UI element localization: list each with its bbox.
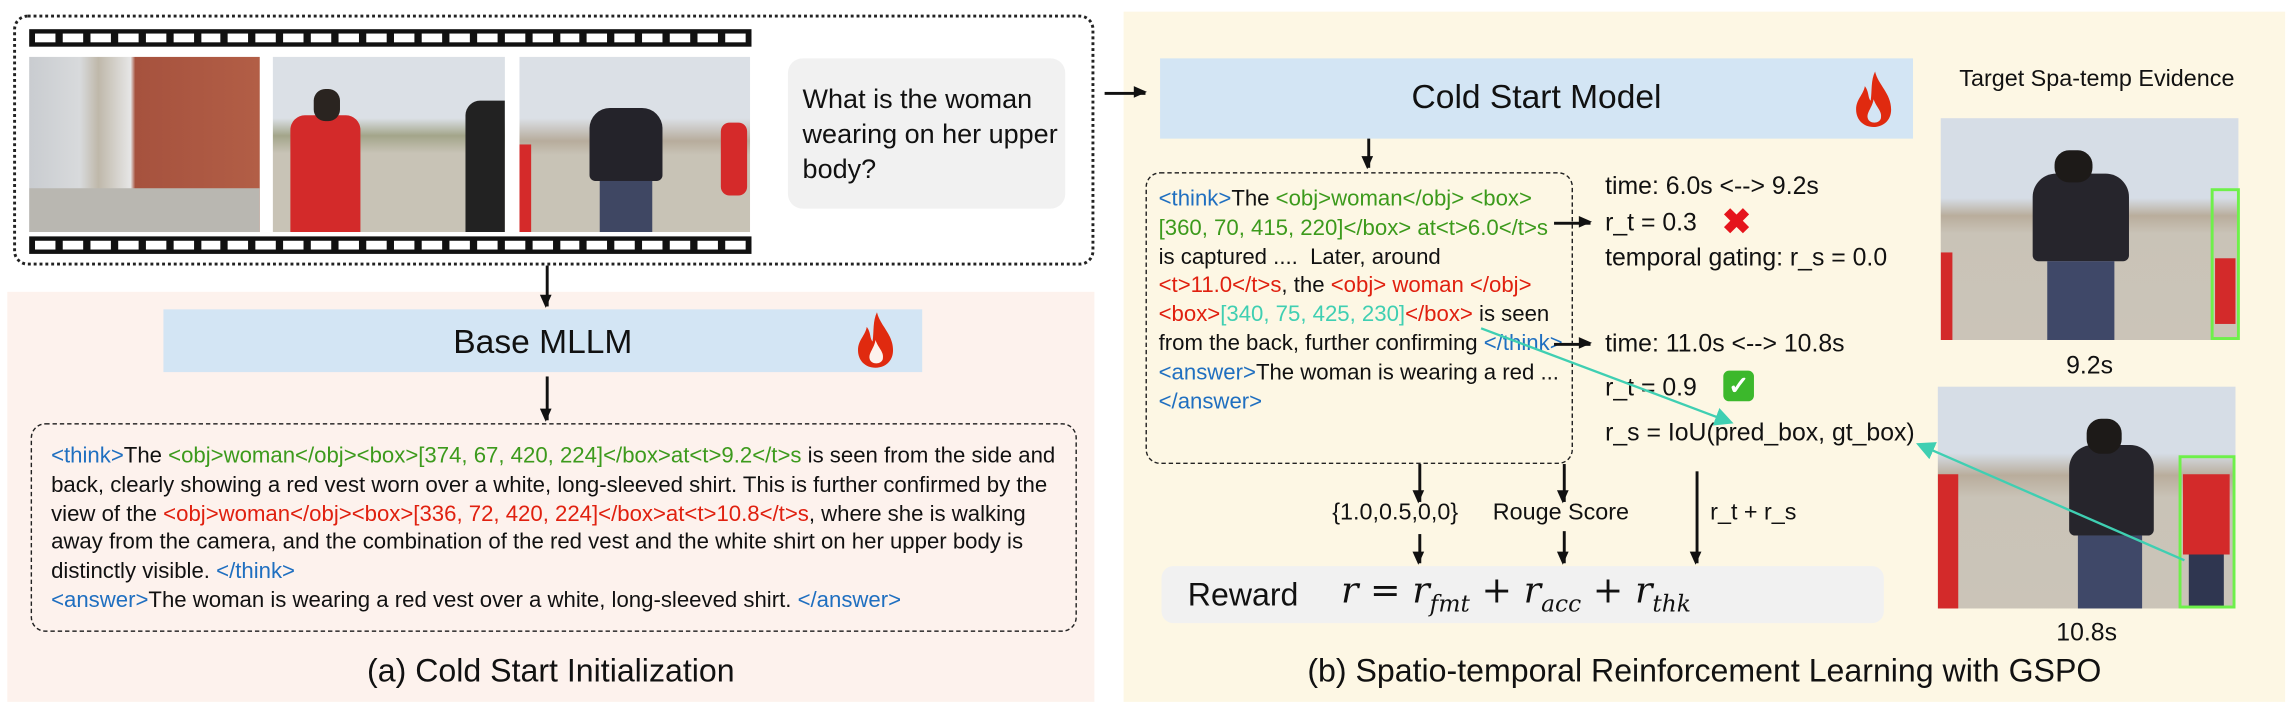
text-segment-black: , where she is walking away from the cam… — [51, 501, 1032, 584]
eval-1-gating: temporal gating: r_s = 0.0 — [1605, 243, 1888, 272]
cold-start-output-text: <think>The <obj>woman</obj><box>[374, 67… — [51, 442, 1065, 615]
pred-box-to-iou-arrow — [1480, 327, 1734, 426]
text-segment-black: The woman is wearing a red vest over a w… — [148, 588, 798, 613]
fire-icon — [1856, 71, 1892, 127]
arrow-model-to-output — [1362, 138, 1372, 170]
text-segment-black: , the — [1281, 273, 1331, 299]
cold-start-model-label: Cold Start Model — [1411, 77, 1662, 116]
text-segment-black: is seen from the back, further confirmin… — [1158, 302, 1556, 357]
text-segment-red: </box> — [1405, 302, 1473, 328]
base-mllm-label: Base MLLM — [453, 322, 633, 361]
rl-output-text: <think>The <obj>woman</obj> <box>[360, 7… — [1159, 185, 1570, 416]
accuracy-reward-label: Rouge Score — [1492, 500, 1630, 526]
text-segment-blue: <think> — [51, 443, 124, 469]
video-question-input — [13, 14, 1095, 266]
text-segment-black: The woman is wearing a red ... — [1255, 360, 1559, 385]
arrow-input-to-base — [541, 265, 551, 308]
text-segment-green: <obj>woman</obj><box>[374, 67, 420, 224]… — [168, 443, 802, 469]
cross-mark-icon: ✖ — [1721, 202, 1752, 243]
text-segment-blue: </answer> — [1158, 388, 1263, 414]
eval-2-iou: r_s = IoU(pred_box, gt_box) — [1605, 418, 1915, 447]
check-mark-icon: ✓ — [1723, 370, 1754, 402]
thinking-reward-label: r_t + r_s — [1710, 500, 1797, 526]
video-frame-2 — [272, 56, 505, 233]
fire-icon — [858, 312, 894, 368]
evidence-title: Target Spa-temp Evidence — [1959, 67, 2235, 92]
evidence-frame-1-time: 9.2s — [2066, 351, 2114, 380]
video-frame-3 — [519, 56, 751, 233]
arrow-format-to-reward — [1413, 534, 1423, 565]
reward-formula: r = rfmt + racc + rthk — [1341, 569, 1691, 618]
panel-b-caption: (b) Spatio-temporal Reinforcement Learni… — [1307, 652, 2102, 689]
arrow-input-to-cold-start — [1104, 87, 1147, 97]
panel-a-caption: (a) Cold Start Initialization — [367, 652, 735, 689]
evidence-frame-2-time: 10.8s — [2056, 618, 2118, 647]
cold-start-output-box: <think>The <obj>woman</obj><box>[374, 67… — [30, 423, 1077, 632]
text-segment-red: <t>11.0</t>s — [1158, 273, 1282, 299]
reward-label: Reward — [1187, 576, 1299, 613]
text-segment-black: The — [123, 443, 169, 469]
arrow-to-accuracy-reward — [1558, 464, 1568, 504]
text-segment-red: <obj> woman </obj><box> — [1158, 273, 1532, 328]
question-text: What is the woman wearing on her upper b… — [802, 83, 1058, 184]
question-bubble: What is the woman wearing on her upper b… — [787, 58, 1066, 209]
gt-box-to-iou-arrow — [1916, 442, 2185, 562]
film-strip-bottom — [29, 236, 752, 254]
text-segment-black: is seen from the side and back, clearly … — [51, 443, 1062, 527]
eval-1-time: time: 6.0s <--> 9.2s — [1605, 172, 1819, 200]
video-frame-1 — [29, 56, 260, 233]
cold-start-model-box: Cold Start Model — [1160, 58, 1914, 139]
base-mllm-box: Base MLLM — [163, 309, 923, 373]
film-strip-top — [29, 29, 752, 47]
format-reward-label: {1.0,0.5,0,0} — [1332, 500, 1459, 526]
text-segment-teal: [340, 75, 425, 230] — [1220, 302, 1406, 328]
ground-truth-box-2 — [2178, 455, 2236, 609]
text-segment-blue: </answer> — [797, 588, 902, 613]
evidence-frame-2 — [1937, 386, 2236, 609]
text-segment-blue: <answer> — [51, 588, 149, 613]
eval-2-reward: r_t = 0.9 — [1605, 373, 1697, 402]
evidence-frame-1 — [1940, 118, 2239, 340]
eval-1-reward: r_t = 0.3 — [1605, 208, 1697, 237]
arrow-thinking-reward — [1691, 471, 1700, 565]
arrow-base-to-output — [541, 376, 551, 422]
text-segment-blue: </think> — [216, 559, 295, 584]
ground-truth-box-1 — [2210, 188, 2240, 340]
reward-box: Reward r = rfmt + racc + rthk — [1161, 566, 1884, 624]
text-segment-black: The — [1231, 186, 1276, 212]
text-segment-green: <obj>woman</obj> <box>[360, 70, 415, 220… — [1158, 186, 1548, 241]
arrow-accuracy-to-reward — [1558, 531, 1568, 565]
arrow-to-eval-2 — [1554, 338, 1592, 348]
arrow-to-eval-1 — [1554, 217, 1592, 227]
text-segment-black: is captured .... Later, around — [1158, 215, 1555, 270]
text-segment-red: <obj>woman</obj><box>[336, 72, 420, 224]… — [163, 501, 809, 527]
arrow-to-format-reward — [1413, 464, 1423, 504]
rl-output-box: <think>The <obj>woman</obj> <box>[360, 7… — [1145, 172, 1574, 465]
text-segment-blue: <answer> — [1158, 360, 1256, 385]
text-segment-blue: <think> — [1158, 186, 1232, 212]
eval-2-time: time: 11.0s <--> 10.8s — [1605, 329, 1845, 358]
